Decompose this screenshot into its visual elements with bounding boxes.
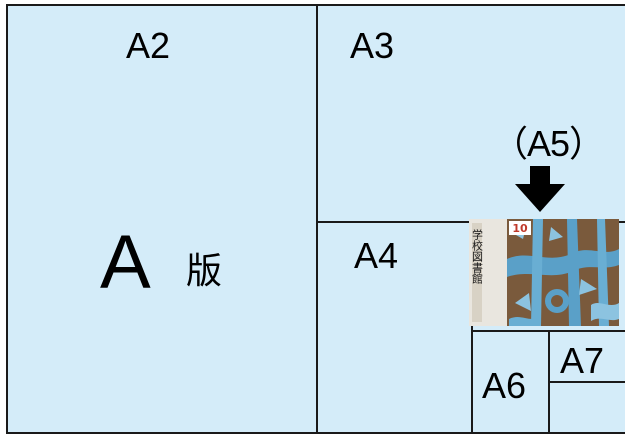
divider-a2-a3	[316, 4, 318, 434]
label-a-series-letter: A	[100, 220, 151, 305]
divider-a4-a5	[471, 221, 473, 434]
frame-bottom	[6, 432, 625, 434]
label-a4: A4	[354, 235, 399, 276]
label-a2: A2	[126, 25, 171, 66]
label-a6: A6	[482, 365, 527, 406]
frame-top	[6, 4, 625, 6]
issue-number: 10	[512, 222, 528, 235]
magazine-cover-image: 10 学校図書館	[469, 219, 619, 326]
frame-left	[6, 4, 8, 434]
label-a7: A7	[560, 340, 605, 381]
a-series-sheet	[6, 4, 625, 433]
down-arrow-icon	[515, 166, 565, 212]
divider-a7-a8	[548, 381, 625, 383]
label-han-kanji: 版	[186, 251, 223, 292]
label-a3: A3	[350, 25, 395, 66]
magazine-title: 学校図書館	[471, 228, 484, 285]
label-a5: （A5）	[492, 123, 605, 164]
magazine-cover-art: 10 学校図書館	[469, 219, 619, 326]
